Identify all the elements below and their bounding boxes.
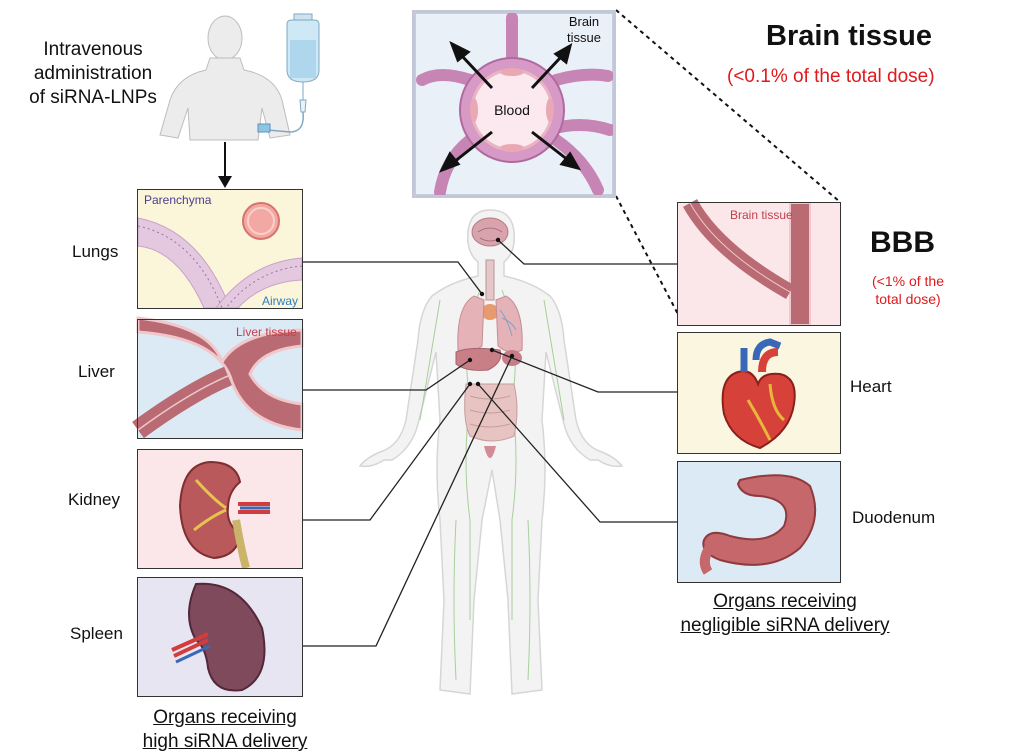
bbb-dose-line-1: (<1% of the bbox=[872, 273, 944, 289]
iv-line-1: Intravenous bbox=[43, 39, 143, 60]
heart-label: Heart bbox=[850, 377, 892, 396]
negligible-delivery-title-line-1: Organs receiving bbox=[713, 591, 857, 612]
zoom-lines bbox=[615, 9, 841, 319]
brain-tissue-dose: (<0.1% of the total dose) bbox=[727, 66, 935, 87]
iv-bag-icon bbox=[257, 13, 320, 133]
human-body bbox=[358, 209, 624, 695]
bbb-panel-art bbox=[678, 198, 840, 326]
brain-inset-label-line-1: Brain bbox=[568, 14, 600, 29]
heart-panel bbox=[677, 332, 841, 454]
high-delivery-title: Organs receiving high siRNA delivery bbox=[110, 706, 340, 754]
negligible-delivery-title-line-2: negligible siRNA delivery bbox=[680, 615, 890, 636]
duodenum-label: Duodenum bbox=[852, 508, 936, 527]
iv-administration-label: Intravenous administration of siRNA-LNPs bbox=[18, 38, 168, 110]
bbb-panel bbox=[677, 202, 841, 326]
patient-figure bbox=[159, 15, 291, 141]
airway-label: Airway bbox=[262, 294, 299, 308]
blood-label: Blood bbox=[494, 102, 530, 118]
bbb-panel-label: Brain tissue bbox=[730, 208, 793, 222]
liver-panel-art bbox=[132, 316, 304, 439]
spleen-panel bbox=[137, 577, 303, 697]
kidney-panel-art bbox=[138, 450, 302, 569]
connector-lines bbox=[303, 239, 677, 647]
lungs-label: Lungs bbox=[72, 242, 119, 261]
iv-line-3: of siRNA-LNPs bbox=[29, 87, 157, 108]
brain-tissue-title: Brain tissue bbox=[766, 20, 932, 52]
high-delivery-title-line-2: high siRNA delivery bbox=[142, 731, 308, 752]
heart-panel-art bbox=[678, 333, 840, 453]
lungs-panel-art bbox=[137, 190, 303, 309]
lungs-panel bbox=[137, 189, 303, 309]
brain-inset-tissue-label: Brain tissue bbox=[556, 14, 612, 46]
bbb-title: BBB bbox=[870, 226, 935, 259]
kidney-panel bbox=[137, 449, 303, 569]
high-delivery-title-line-1: Organs receiving bbox=[153, 707, 297, 728]
bbb-dose-line-2: total dose) bbox=[875, 291, 941, 307]
connector-dots bbox=[467, 237, 515, 387]
parenchyma-label: Parenchyma bbox=[144, 193, 212, 207]
liver-tissue-label: Liver tissue bbox=[236, 325, 297, 339]
duodenum-panel-art bbox=[678, 462, 840, 582]
brain-inset-panel bbox=[412, 10, 616, 198]
bbb-dose: (<1% of the total dose) bbox=[850, 272, 966, 308]
brain-inset-label-line-2: tissue bbox=[567, 30, 601, 45]
brain-inset-art bbox=[412, 10, 616, 198]
iv-line-2: administration bbox=[33, 63, 153, 84]
spleen-label: Spleen bbox=[70, 624, 123, 643]
duodenum-panel bbox=[677, 461, 841, 583]
liver-label: Liver bbox=[78, 362, 115, 381]
iv-arrow-head bbox=[218, 176, 232, 188]
kidney-label: Kidney bbox=[68, 490, 120, 509]
spleen-panel-art bbox=[138, 578, 302, 696]
negligible-delivery-title: Organs receiving negligible siRNA delive… bbox=[660, 590, 910, 638]
liver-panel bbox=[137, 319, 303, 439]
